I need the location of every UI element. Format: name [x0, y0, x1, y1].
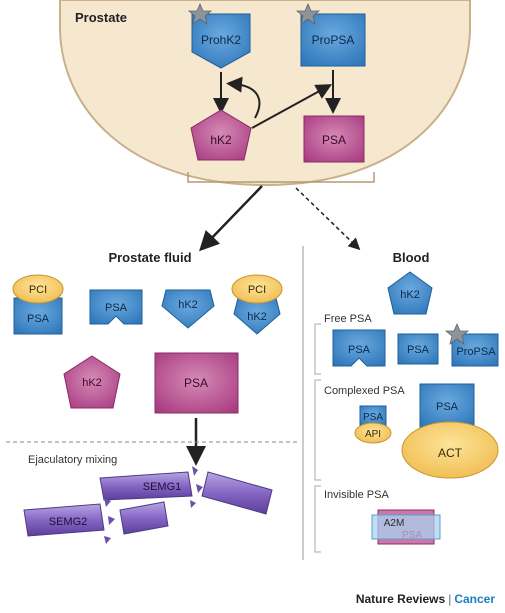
psa-act-complex: PSA ACT: [401, 383, 499, 479]
pci-label: PCI: [248, 284, 266, 296]
semg1-label: SEMG1: [143, 481, 182, 493]
cleavage-fragment: [104, 498, 111, 507]
api-label: API: [365, 429, 381, 440]
semg2-label: SEMG2: [49, 516, 88, 528]
free-psa-fluid: PSA: [89, 289, 143, 325]
blood-title: Blood: [393, 250, 430, 265]
star-icon: [187, 2, 213, 25]
arrow-hk2-to-propsa: [251, 84, 333, 129]
free-psa-1: PSA: [332, 329, 386, 367]
psa-fluid-magenta: PSA: [154, 352, 239, 414]
hk2-label: hK2: [210, 133, 232, 147]
psa-label: PSA: [436, 401, 459, 413]
hk2-label: hK2: [400, 289, 420, 301]
invisible-psa-title: Invisible PSA: [324, 489, 389, 501]
ejaculatory-mixing-label: Ejaculatory mixing: [28, 454, 117, 466]
psa-label: PSA: [184, 376, 208, 390]
hk2-fluid-blue: hK2: [161, 289, 215, 329]
psa-molecule: PSA: [303, 115, 365, 163]
complexed-psa-bracket: [314, 379, 321, 481]
semg2-molecule: SEMG2: [23, 498, 169, 544]
hk2-label: hK2: [247, 311, 267, 323]
cleavage-fragment: [192, 466, 198, 476]
complexed-psa-title: Complexed PSA: [324, 385, 405, 397]
pci-hk2-complex: PCI hK2: [231, 274, 283, 335]
psa-label: PSA: [407, 344, 430, 356]
propsa-molecule: ProPSA: [295, 2, 366, 67]
star-icon: [444, 322, 470, 345]
hk2-molecule: hK2: [190, 109, 252, 161]
psa-label: PSA: [348, 344, 371, 356]
free-psa-2: PSA: [397, 333, 439, 365]
cleavage-fragment: [190, 500, 196, 508]
arrow-to-prostate-fluid: [199, 185, 263, 252]
psa-api-complex: PSA API: [354, 405, 392, 444]
act-label: ACT: [438, 446, 463, 460]
psa-label: PSA: [363, 412, 383, 423]
free-psa-title: Free PSA: [324, 313, 372, 325]
free-psa-bracket: [314, 323, 321, 375]
psa-label: PSA: [27, 313, 50, 325]
psa-label: PSA: [105, 302, 128, 314]
semg1-molecule: SEMG1: [99, 466, 273, 515]
arrow-to-blood: [295, 187, 361, 251]
free-propsa: ProPSA: [444, 322, 499, 367]
credit-separator: |: [448, 592, 452, 606]
journal-section: Cancer: [454, 592, 495, 606]
cleavage-fragment: [104, 536, 111, 544]
psa-label: PSA: [322, 133, 346, 147]
a2m-label: A2M: [384, 518, 405, 529]
cleavage-fragment: [196, 484, 203, 493]
prostate-cell: [59, 0, 471, 187]
pci-label: PCI: [29, 284, 47, 296]
star-icon: [295, 2, 321, 25]
invisible-psa-bracket: [314, 485, 321, 553]
pci-psa-complex: PCI PSA: [12, 274, 64, 335]
arrow-hk2-autoactivation: [226, 76, 261, 119]
prostate-label: Prostate: [75, 10, 127, 25]
a2m-psa-complex: A2M PSA: [371, 509, 441, 545]
prohk2-label: ProhK2: [201, 33, 241, 47]
prohk2-molecule: ProhK2: [187, 2, 251, 69]
propsa-label: ProPSA: [456, 346, 496, 358]
hk2-label: hK2: [82, 377, 102, 389]
hk2-blood: hK2: [387, 271, 433, 315]
hk2-fluid-magenta: hK2: [63, 355, 121, 409]
journal-name: Nature Reviews: [355, 592, 446, 606]
cleavage-fragment: [108, 516, 115, 525]
prostate-fluid-title: Prostate fluid: [108, 250, 191, 265]
journal-credit: Nature Reviews|Cancer: [356, 592, 495, 606]
hk2-label: hK2: [178, 299, 198, 311]
invisible-psa-label: PSA: [402, 530, 422, 541]
secretion-bracket: [187, 172, 375, 183]
propsa-label: ProPSA: [312, 33, 355, 47]
